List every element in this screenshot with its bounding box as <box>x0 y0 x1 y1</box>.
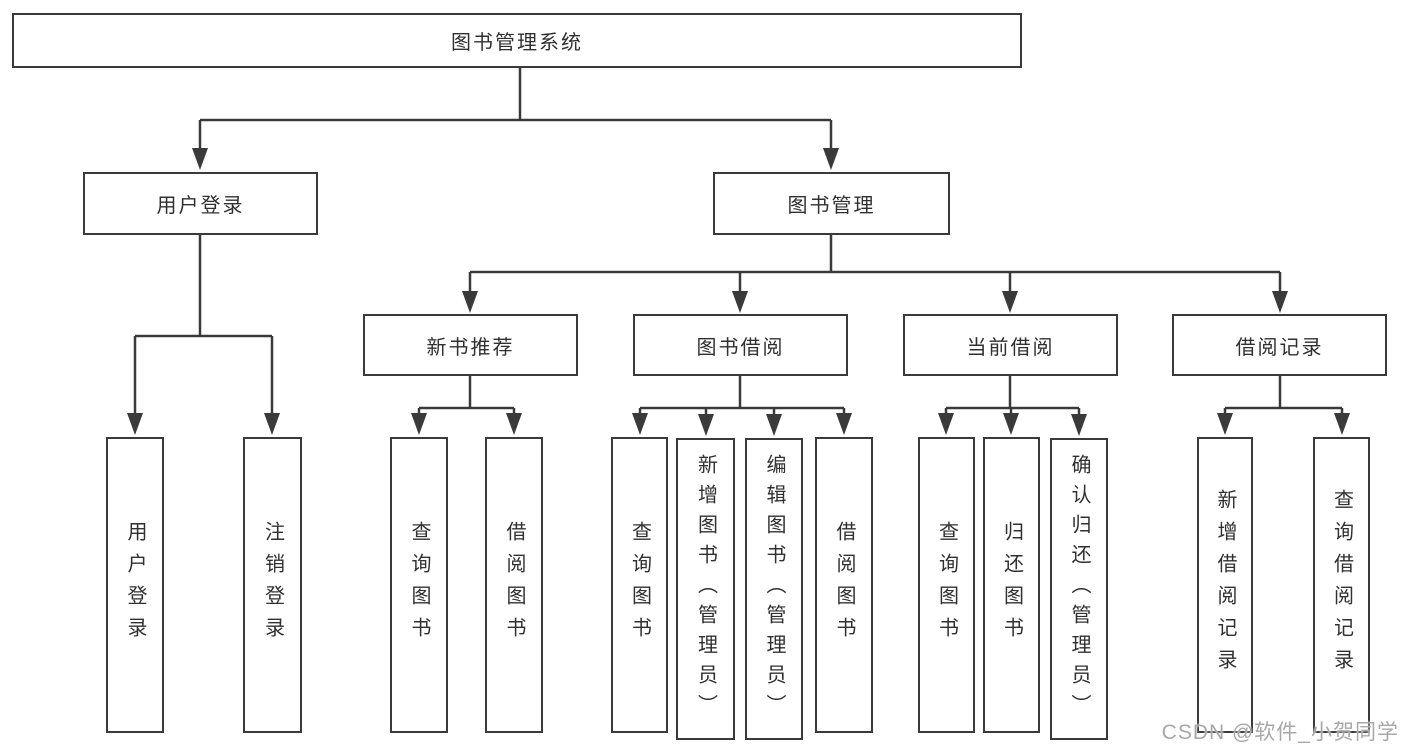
leaf-query-books-current: 查询图书 <box>918 437 975 733</box>
leaf-return-books: 归还图书 <box>983 437 1040 733</box>
node-borrow-records: 借阅记录 <box>1172 314 1387 376</box>
leaf-logout: 注销登录 <box>243 437 302 733</box>
node-user-login: 用户登录 <box>83 172 318 235</box>
leaf-query-books-recommend-label: 查询图书 <box>408 521 430 649</box>
leaf-add-borrow-record-label: 新增借阅记录 <box>1214 489 1236 681</box>
leaf-borrow-books-recommend-label: 借阅图书 <box>503 521 525 649</box>
leaf-query-borrow-record-label: 查询借阅记录 <box>1330 489 1353 681</box>
leaf-add-books-admin: 新增图书（管理员） <box>676 438 735 740</box>
node-book-borrowing: 图书借阅 <box>633 314 848 376</box>
leaf-logout-label: 注销登录 <box>261 521 284 649</box>
node-book-borrowing-label: 图书借阅 <box>696 336 785 359</box>
leaf-user-login-label: 用户登录 <box>124 521 146 649</box>
node-root: 图书管理系统 <box>12 13 1022 68</box>
leaf-query-borrow-record: 查询借阅记录 <box>1313 437 1370 733</box>
leaf-query-books-recommend: 查询图书 <box>390 437 448 733</box>
leaf-confirm-return-admin-label: 确认归还（管理员） <box>1068 454 1090 724</box>
leaf-confirm-return-admin: 确认归还（管理员） <box>1050 438 1108 740</box>
leaf-add-books-admin-label: 新增图书（管理员） <box>694 454 717 724</box>
leaf-edit-books-admin-label: 编辑图书（管理员） <box>763 454 785 724</box>
leaf-edit-books-admin: 编辑图书（管理员） <box>745 438 803 740</box>
node-borrow-records-label: 借阅记录 <box>1235 336 1324 359</box>
leaf-return-books-label: 归还图书 <box>1000 521 1023 649</box>
leaf-query-books-current-label: 查询图书 <box>935 521 958 649</box>
leaf-borrow-books-recommend: 借阅图书 <box>485 437 543 733</box>
node-root-label: 图书管理系统 <box>451 32 583 54</box>
leaf-query-books-borrowing-label: 查询图书 <box>628 521 651 649</box>
leaf-query-books-borrowing: 查询图书 <box>611 437 668 733</box>
leaf-user-login: 用户登录 <box>106 437 164 733</box>
node-book-management-label: 图书管理 <box>787 195 876 217</box>
csdn-watermark: CSDN @软件_小贺同学 <box>1161 721 1399 744</box>
leaf-borrow-books-borrowing: 借阅图书 <box>815 437 873 733</box>
node-new-book-recommend: 新书推荐 <box>363 314 578 376</box>
node-current-borrowing: 当前借阅 <box>903 314 1118 376</box>
node-current-borrowing-label: 当前借阅 <box>966 336 1055 359</box>
leaf-add-borrow-record: 新增借阅记录 <box>1197 437 1253 733</box>
node-book-management: 图书管理 <box>713 172 950 235</box>
node-new-book-recommend-label: 新书推荐 <box>426 336 515 359</box>
node-user-login-label: 用户登录 <box>156 195 245 217</box>
leaf-borrow-books-borrowing-label: 借阅图书 <box>833 521 855 649</box>
